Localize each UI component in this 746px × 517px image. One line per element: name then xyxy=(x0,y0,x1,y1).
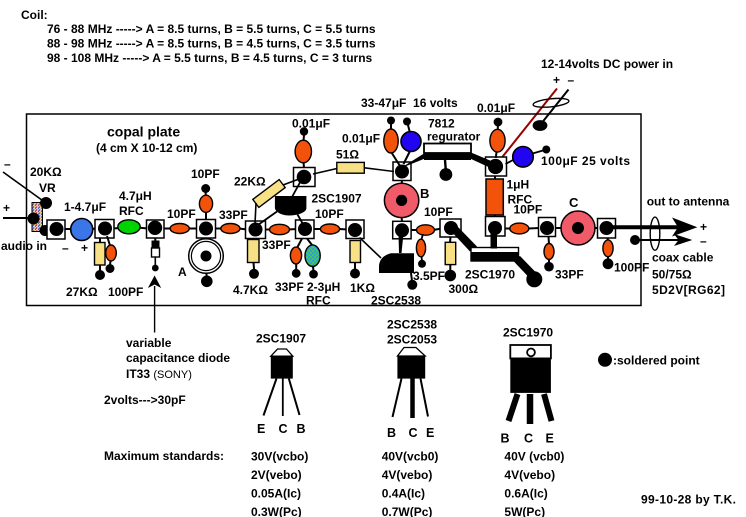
svg-text:0.6A(Ic): 0.6A(Ic) xyxy=(504,487,547,501)
svg-text:regurator: regurator xyxy=(427,130,481,144)
svg-text:4V(vebo): 4V(vebo) xyxy=(382,468,433,482)
svg-text:B: B xyxy=(420,186,429,201)
svg-text:100PF: 100PF xyxy=(108,285,143,299)
svg-text::soldered point: :soldered point xyxy=(613,354,700,368)
svg-text:+: + xyxy=(553,73,560,87)
svg-text:5W(Pc): 5W(Pc) xyxy=(504,505,545,517)
svg-text:10PF: 10PF xyxy=(167,207,196,221)
svg-text:B: B xyxy=(387,426,396,440)
svg-text:C: C xyxy=(279,422,288,436)
svg-text:–: – xyxy=(4,157,11,171)
svg-text:RFC: RFC xyxy=(119,204,144,218)
svg-text:copal plate: copal plate xyxy=(107,124,180,140)
svg-text:–: – xyxy=(700,234,707,248)
svg-text:A: A xyxy=(178,265,187,279)
svg-text:(4 cm X 10-12 cm): (4 cm X 10-12 cm) xyxy=(96,141,197,155)
svg-text:2volts--->30pF: 2volts--->30pF xyxy=(104,393,186,407)
svg-text:0.3W(Pc): 0.3W(Pc) xyxy=(251,505,302,517)
svg-text:50/75Ω: 50/75Ω xyxy=(652,268,692,282)
svg-text:E: E xyxy=(426,426,434,440)
svg-text:51Ω: 51Ω xyxy=(336,148,359,162)
svg-text:40V (vcb0): 40V (vcb0) xyxy=(504,450,564,464)
svg-text:4V(vebo): 4V(vebo) xyxy=(504,468,555,482)
svg-text:33PF: 33PF xyxy=(219,208,248,222)
svg-text:2V(vebo): 2V(vebo) xyxy=(251,468,302,482)
svg-text:audio in: audio in xyxy=(1,239,47,253)
svg-text:22KΩ: 22KΩ xyxy=(234,175,266,189)
svg-text:out to antenna: out to antenna xyxy=(647,195,730,209)
svg-text:B: B xyxy=(501,432,510,446)
svg-text:4.7KΩ: 4.7KΩ xyxy=(233,283,268,297)
svg-text:+: + xyxy=(3,201,10,215)
svg-text:2SC2538: 2SC2538 xyxy=(371,293,421,307)
svg-text:5D2V[RG62]: 5D2V[RG62] xyxy=(652,283,725,297)
svg-text:E: E xyxy=(546,432,554,446)
svg-text:76 - 88 MHz -----> A = 8.5 tur: 76 - 88 MHz -----> A = 8.5 turns, B = 5.… xyxy=(47,22,376,36)
svg-text:–: – xyxy=(568,73,575,87)
svg-text:33PF: 33PF xyxy=(555,268,584,282)
svg-text:VR: VR xyxy=(39,181,56,195)
svg-text:2SC2538: 2SC2538 xyxy=(387,318,437,332)
svg-text:2SC1970: 2SC1970 xyxy=(465,268,515,282)
svg-text:E: E xyxy=(257,422,265,436)
svg-text:99-10-28 by T.K.: 99-10-28 by T.K. xyxy=(641,493,736,507)
svg-text:B: B xyxy=(297,422,306,436)
svg-text:33PF: 33PF xyxy=(275,280,304,294)
svg-text:2SC1907: 2SC1907 xyxy=(256,332,306,346)
svg-text:RFC: RFC xyxy=(306,294,331,308)
svg-text:Coil:: Coil: xyxy=(21,8,48,22)
svg-text:4.7μH: 4.7μH xyxy=(119,189,152,203)
svg-text:33-47μF 16 volts: 33-47μF 16 volts xyxy=(361,96,458,110)
svg-text:2-3μH: 2-3μH xyxy=(307,280,340,294)
svg-text:27KΩ: 27KΩ xyxy=(66,285,98,299)
svg-text:0.01μF: 0.01μF xyxy=(342,132,380,146)
svg-text:0.4A(Ic): 0.4A(Ic) xyxy=(382,487,425,501)
svg-text:10PF: 10PF xyxy=(424,205,453,219)
svg-text:2SC1970: 2SC1970 xyxy=(503,326,553,340)
svg-text:1-4.7μF: 1-4.7μF xyxy=(64,200,106,214)
svg-text:C: C xyxy=(409,426,418,440)
svg-text:RFC: RFC xyxy=(508,193,533,207)
svg-text:12-14volts DC power in: 12-14volts DC power in xyxy=(541,57,673,71)
svg-text:100PF: 100PF xyxy=(614,261,649,275)
svg-text:33PF: 33PF xyxy=(262,238,291,252)
svg-text:40V(vcb0): 40V(vcb0) xyxy=(382,450,439,464)
svg-text:3.5PF: 3.5PF xyxy=(413,269,445,283)
svg-text:300Ω: 300Ω xyxy=(449,282,479,296)
svg-text:capacitance diode: capacitance diode xyxy=(126,351,230,365)
svg-text:0.01μF: 0.01μF xyxy=(477,101,515,115)
svg-text:coax cable: coax cable xyxy=(652,251,714,265)
svg-text:variable: variable xyxy=(126,336,172,350)
svg-text:0.01μF: 0.01μF xyxy=(292,117,330,131)
svg-text:2SC2053: 2SC2053 xyxy=(387,333,437,347)
svg-text:10PF: 10PF xyxy=(514,203,543,217)
svg-text:Maximum standards:: Maximum standards: xyxy=(104,449,224,463)
svg-text:100μF 25 volts: 100μF 25 volts xyxy=(541,154,630,168)
svg-text:1μH: 1μH xyxy=(507,178,530,192)
svg-text:C: C xyxy=(524,432,533,446)
svg-text:IT33 (SONY): IT33 (SONY) xyxy=(126,367,192,381)
svg-text:7812: 7812 xyxy=(428,117,455,131)
svg-text:2SC1907: 2SC1907 xyxy=(312,192,362,206)
svg-text:+: + xyxy=(81,241,88,255)
svg-text:+: + xyxy=(700,220,707,234)
svg-text:1KΩ: 1KΩ xyxy=(350,281,375,295)
svg-text:–: – xyxy=(62,241,69,255)
svg-text:88 - 98 MHz -----> A = 8.5 tur: 88 - 98 MHz -----> A = 8.5 turns, B = 4.… xyxy=(47,37,376,51)
svg-text:10PF: 10PF xyxy=(191,167,220,181)
svg-text:20KΩ: 20KΩ xyxy=(30,165,62,179)
svg-text:0.7W(Pc): 0.7W(Pc) xyxy=(382,505,433,517)
svg-text:0.05A(Ic): 0.05A(Ic) xyxy=(251,487,301,501)
svg-text:98 - 108 MHz -----> A = 5.5 tu: 98 - 108 MHz -----> A = 5.5 turns, B = 4… xyxy=(47,51,373,65)
svg-text:30V(vcbo): 30V(vcbo) xyxy=(251,450,308,464)
svg-text:C: C xyxy=(569,195,579,210)
svg-text:10PF: 10PF xyxy=(315,207,344,221)
